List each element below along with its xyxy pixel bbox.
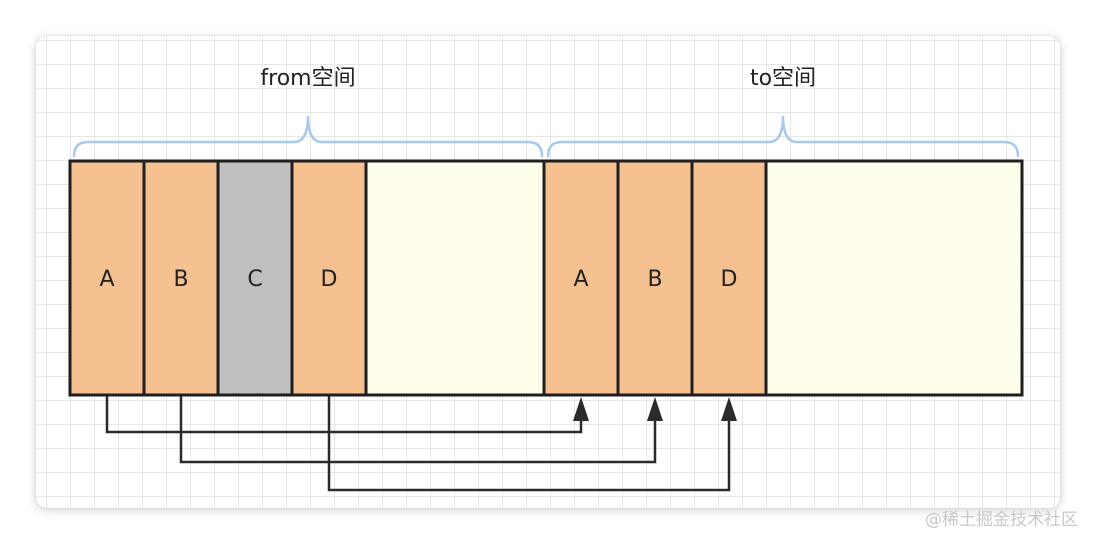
- copy-arrow-a: [105, 395, 583, 434]
- from-space-label: from空间: [260, 66, 355, 91]
- space-braces: [72, 115, 1020, 158]
- from-block-d: [290, 159, 368, 397]
- arrowhead: [647, 397, 663, 421]
- from-space-brace: [72, 115, 544, 158]
- from-block-label: D: [321, 267, 338, 292]
- arrowhead: [573, 397, 589, 421]
- space-labels: from空间 to空间: [260, 66, 816, 91]
- semispace-copy-diagram: from空间 to空间 A B C D A B D: [68, 66, 1024, 492]
- to-space-brace: [546, 115, 1020, 158]
- copy-arrow-d: [327, 395, 731, 492]
- to-space-label: to空间: [750, 66, 816, 91]
- from-block-label: B: [173, 267, 188, 292]
- to-block-label: D: [721, 267, 738, 292]
- to-block-b: [616, 159, 694, 397]
- watermark: @稀土掘金技术社区: [925, 510, 1078, 530]
- to-block-label: A: [573, 267, 588, 292]
- from-block-label: C: [247, 267, 262, 292]
- copy-arrow-b: [179, 395, 657, 464]
- to-space-border: [542, 159, 1024, 397]
- to-block-label: B: [647, 267, 662, 292]
- copy-arrows: [105, 395, 737, 492]
- arrowhead: [721, 397, 737, 421]
- memory-blocks: [68, 159, 1024, 397]
- from-block-label: A: [99, 267, 114, 292]
- diagram-canvas: from空间 to空间 A B C D A B D: [36, 36, 1060, 508]
